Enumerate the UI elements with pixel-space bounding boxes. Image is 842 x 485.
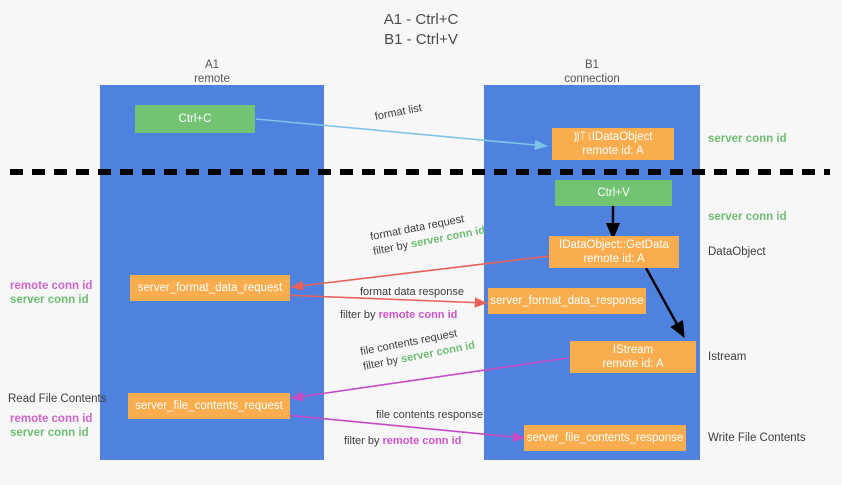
node-ctrl-v-label: Ctrl+V <box>597 187 630 199</box>
diagram-title: A1 - Ctrl+C B1 - Ctrl+V <box>383 11 459 48</box>
node-ctrl-c-label: Ctrl+C <box>178 113 212 125</box>
node-new-idataobject-line1: ⸩⍑⇂IDataObject <box>573 131 653 143</box>
edge-label-format-data-response-line1: format data response <box>360 286 464 298</box>
node-server-format-data-response[interactable]: server_format_data_response <box>488 288 646 314</box>
edge-label-format-data-response: format data response filter by remote co… <box>340 285 464 323</box>
edge-label-file-contents-request: file contents request filter by server c… <box>359 324 476 375</box>
node-server-file-contents-request-label: server_file_contents_request <box>135 400 283 412</box>
node-getdata-line1: IDataObject::GetData <box>559 239 669 251</box>
label-server-conn-id-mid: server conn id <box>708 211 787 223</box>
column-header-b1: B1 connection <box>564 59 620 85</box>
label-remote-conn-id-2: remote conn id <box>10 413 93 425</box>
node-getdata-line2: remote id: A <box>583 253 645 265</box>
node-istream-line2: remote id: A <box>602 358 664 370</box>
node-server-file-contents-response-label: server_file_contents_response <box>526 432 684 444</box>
label-server-conn-id-top: server conn id <box>708 133 787 145</box>
edge-label-file-contents-response: file contents response filter by remote … <box>344 408 484 449</box>
node-istream-line1: IStream <box>612 344 654 356</box>
node-istream[interactable]: IStream remote id: A <box>570 341 696 373</box>
node-server-format-data-request-label: server_format_data_request <box>137 282 283 294</box>
label-dataobject: DataObject <box>708 246 766 258</box>
label-remote-conn-id-1: remote conn id <box>10 280 93 292</box>
node-server-format-data-request[interactable]: server_format_data_request <box>130 275 290 301</box>
node-ctrl-c[interactable]: Ctrl+C <box>135 105 255 133</box>
filter-value-remote-conn-id-2: remote conn id <box>382 435 462 447</box>
label-server-conn-id-1: server conn id <box>10 294 89 306</box>
node-new-idataobject[interactable]: ⸩⍑⇂IDataObject remote id: A <box>552 128 674 160</box>
label-server-conn-id-2: server conn id <box>10 427 89 439</box>
node-idataobject-getdata[interactable]: IDataObject::GetData remote id: A <box>549 236 679 268</box>
label-write-file-contents: Write File Contents <box>708 432 806 444</box>
edge-label-format-data-request: format data request filter by server con… <box>369 209 486 260</box>
node-server-file-contents-request[interactable]: server_file_contents_request <box>128 393 290 419</box>
edge-label-file-contents-response-line1: file contents response <box>376 409 484 421</box>
label-istream: Istream <box>708 351 747 363</box>
node-new-idataobject-line2: remote id: A <box>582 145 644 157</box>
edge-label-format-data-response-filter: filter by remote conn id <box>340 309 458 321</box>
edge-label-format-list: format list <box>373 102 423 123</box>
edge-label-file-contents-response-filter: filter by remote conn id <box>344 435 462 447</box>
node-server-format-data-response-label: server_format_data_response <box>490 295 644 307</box>
filter-value-remote-conn-id: remote conn id <box>378 309 458 321</box>
node-ctrl-v[interactable]: Ctrl+V <box>555 180 672 206</box>
node-server-file-contents-response[interactable]: server_file_contents_response <box>524 425 686 451</box>
column-header-a1: A1 remote <box>194 59 230 85</box>
label-read-file-contents: Read File Contents <box>8 393 107 405</box>
